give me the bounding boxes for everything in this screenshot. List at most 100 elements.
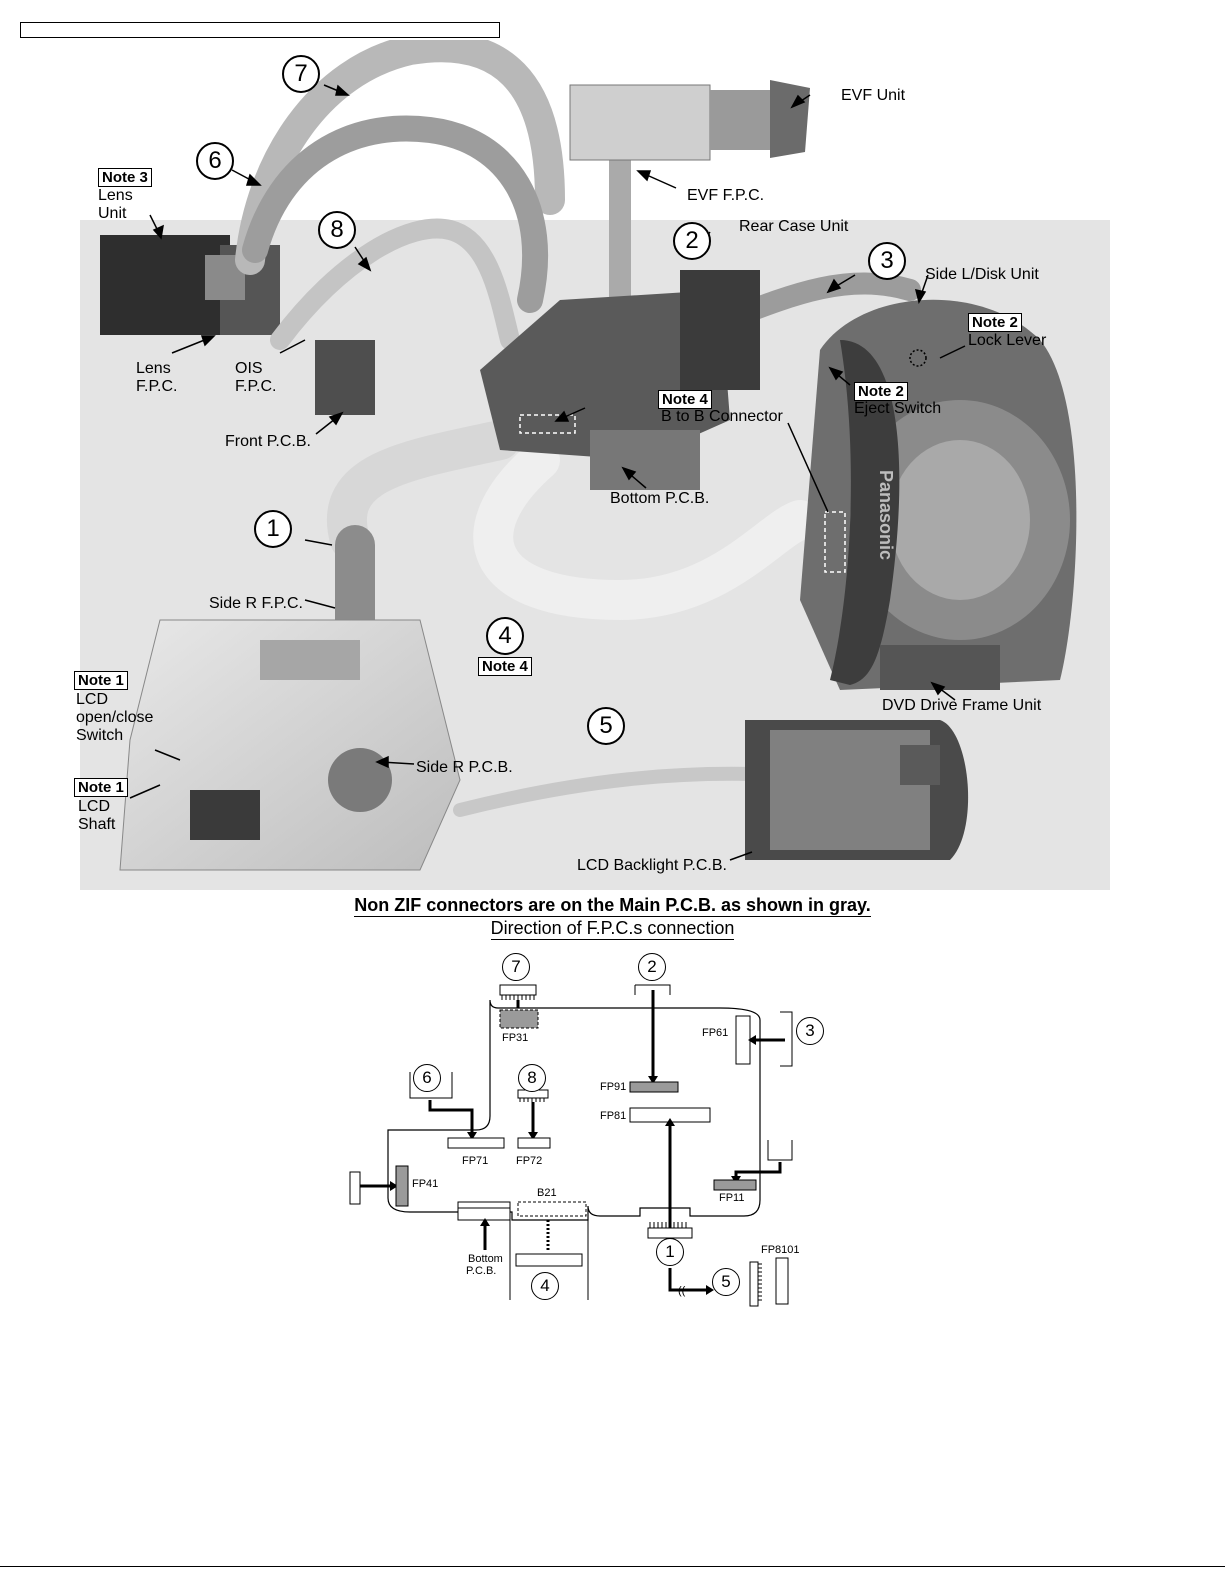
note4-badge-cable: Note 4 <box>478 657 532 676</box>
callout-8: 8 <box>318 211 356 249</box>
fp81-label: FP81 <box>600 1110 627 1122</box>
fp91-connector <box>629 1081 679 1093</box>
ribbon-cables <box>235 40 921 817</box>
fpc5-plug <box>749 1261 759 1307</box>
fpc7-plug <box>499 984 537 996</box>
lcd-shaft-label-line2: Shaft <box>78 816 116 833</box>
main-pcb-outline <box>387 999 761 1221</box>
lens-unit-label-line1: Lens <box>98 187 133 204</box>
bottom-pcb-strip <box>509 1212 589 1300</box>
header-box <box>20 22 500 38</box>
evf-fpc-label: EVF F.P.C. <box>687 187 765 204</box>
lock-lever-marker <box>909 349 927 367</box>
fp41-plug <box>349 1171 361 1205</box>
callout-1: 1 <box>254 510 292 548</box>
diagram-callout-8: 8 <box>518 1064 546 1092</box>
fpc6-plug <box>409 1072 453 1099</box>
fpc1-to-5-line <box>668 1268 710 1292</box>
fp8101-label: FP8101 <box>761 1244 800 1256</box>
side-r-pcb-label: Side R P.C.B. <box>416 759 513 776</box>
fpc1-to-5-arrowhead <box>706 1285 714 1295</box>
front-pcb-shape <box>315 340 375 415</box>
diagram-callout-5: 5 <box>712 1268 740 1296</box>
diagram-callout-1: 1 <box>656 1238 684 1266</box>
fp41-label: FP41 <box>412 1178 439 1190</box>
main-pcb-shape <box>480 270 760 490</box>
callout-2: 2 <box>673 222 711 260</box>
lcd-switch-label-line2: open/close <box>76 709 154 726</box>
bottom-pcb-label: Bottom P.C.B. <box>610 490 710 507</box>
fp41-connector <box>395 1165 409 1207</box>
fpc4-plug <box>515 1253 583 1267</box>
note3-badge: Note 3 <box>98 168 152 187</box>
lcd-backlight-pcb-label: LCD Backlight P.C.B. <box>577 857 727 874</box>
fpc1-arrowhead <box>665 1118 675 1126</box>
non-zif-heading-text: Non ZIF connectors are on the Main P.C.B… <box>354 895 871 917</box>
lcd-panel-shape <box>745 720 969 860</box>
note1-badge-shaft: Note 1 <box>74 778 128 797</box>
note2-badge-eject: Note 2 <box>854 382 908 401</box>
fp11-line <box>734 1162 782 1180</box>
fp31-label: FP31 <box>502 1032 529 1044</box>
fpc6-arrowhead <box>467 1132 477 1140</box>
eject-switch-label: Eject Switch <box>854 400 942 417</box>
fpc6-line <box>428 1100 474 1136</box>
side-l-disk-unit-label: Side L/Disk Unit <box>925 266 1039 283</box>
rear-case-unit-label: Rear Case Unit <box>739 218 849 235</box>
lcd-switch-label-line1: LCD <box>76 691 109 708</box>
front-pcb-label: Front P.C.B. <box>225 433 311 450</box>
fp61-label: FP61 <box>702 1027 729 1039</box>
fpc5-pins <box>758 1263 762 1301</box>
note2-badge-lock: Note 2 <box>968 313 1022 332</box>
fp41-arrowhead <box>390 1181 398 1191</box>
fpc3-arrowhead <box>748 1035 756 1045</box>
callout-4: 4 <box>486 617 524 655</box>
diagram-callout-2: 2 <box>638 953 666 981</box>
fp11-label: FP11 <box>719 1192 745 1204</box>
side-r-unit-shape <box>119 619 461 871</box>
note4-badge-btob: Note 4 <box>658 390 712 409</box>
fpc8-pins <box>519 1098 545 1102</box>
dvd-drive-frame-unit-label: DVD Drive Frame Unit <box>882 697 1042 714</box>
lens-fpc-label-line2: F.P.C. <box>136 378 178 395</box>
side-r-fpc-label: Side R F.P.C. <box>209 595 303 612</box>
brand-print: Panasonic <box>876 470 896 560</box>
ois-fpc-label-line1: OIS <box>235 360 263 377</box>
lcd-switch-label-line3: Switch <box>76 727 124 744</box>
lock-lever-label: Lock Lever <box>968 332 1047 349</box>
camera-body-shape <box>800 299 1077 690</box>
bottom-pcb-diagram-label-line2: P.C.B. <box>466 1265 497 1277</box>
fp72-label: FP72 <box>516 1155 543 1167</box>
b-to-b-connector-marker-body <box>824 511 846 573</box>
bottom-pcb-arrowhead <box>480 1218 490 1226</box>
callout-7: 7 <box>282 55 320 93</box>
fp91-label: FP91 <box>600 1081 627 1093</box>
ois-fpc-label-line2: F.P.C. <box>235 378 277 395</box>
callout-5: 5 <box>587 707 625 745</box>
fpc-connection-diagram: (( <box>349 984 793 1307</box>
diagram-callout-7: 7 <box>502 953 530 981</box>
fp71-label: FP71 <box>462 1155 489 1167</box>
lcd-shaft-label-line1: LCD <box>78 798 111 815</box>
fp11-connector <box>713 1179 757 1191</box>
lens-fpc-label-line1: Lens <box>136 360 171 377</box>
b21-connector <box>517 1201 587 1217</box>
callout-3: 3 <box>868 242 906 280</box>
cable-break-mark: (( <box>678 1285 686 1297</box>
fpc8-arrowhead <box>528 1132 538 1140</box>
note1-badge-switch: Note 1 <box>74 671 128 690</box>
bottom-pcb-connector <box>457 1201 511 1221</box>
b-to-b-connector-label: B to B Connector <box>661 408 783 425</box>
footer-rule <box>0 1566 1225 1567</box>
disassembly-photo: Panasonic <box>80 40 1110 890</box>
fp61-connector <box>735 1015 751 1065</box>
lens-unit-label-line2: Unit <box>98 205 127 222</box>
diagram-callout-3: 3 <box>796 1017 824 1045</box>
fpc2-arrowhead <box>648 1076 658 1084</box>
evf-unit-shape <box>569 80 810 161</box>
diagram-callout-6: 6 <box>413 1064 441 1092</box>
b-to-b-connector-marker <box>519 414 576 434</box>
bottom-pcb-diagram-label-line1: Bottom <box>468 1253 503 1265</box>
direction-heading: Direction of F.P.C.s connection <box>0 918 1225 940</box>
